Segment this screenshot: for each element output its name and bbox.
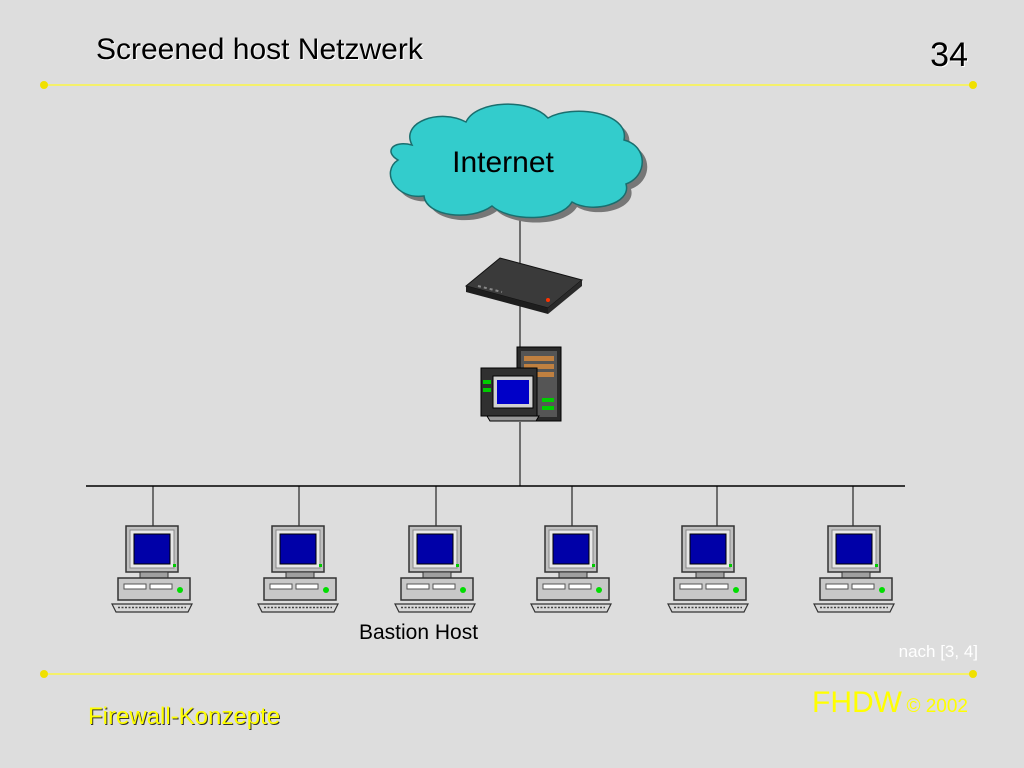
bottom-divider xyxy=(43,673,973,675)
bastion-host-label: Bastion Host xyxy=(359,621,479,644)
workstation-icon xyxy=(111,525,193,613)
source-note: nach [3, 4] xyxy=(898,642,978,661)
cloud-icon xyxy=(389,103,648,223)
router-icon xyxy=(464,257,584,314)
bottom-divider-left-dot xyxy=(40,670,48,678)
workstation-icon xyxy=(530,525,612,613)
cloud-label: Internet xyxy=(452,146,554,179)
footer-brand-block: FHDW © 2002 xyxy=(812,686,968,720)
workstation-icon xyxy=(257,525,339,613)
footer-copyright: © 2002 xyxy=(906,696,968,717)
page-number: 34 xyxy=(930,36,968,74)
workstation-icon xyxy=(813,525,895,613)
top-divider-left-dot xyxy=(40,81,48,89)
footer-topic: Firewall-Konzepte xyxy=(88,703,281,730)
workstation-icon xyxy=(394,525,476,613)
bottom-divider-right-dot xyxy=(969,670,977,678)
workstation-icon xyxy=(667,525,749,613)
server-icon xyxy=(480,346,562,422)
top-divider xyxy=(43,84,973,86)
top-divider-right-dot xyxy=(969,81,977,89)
footer-brand: FHDW xyxy=(812,686,902,719)
slide-title: Screened host Netzwerk xyxy=(96,33,423,66)
